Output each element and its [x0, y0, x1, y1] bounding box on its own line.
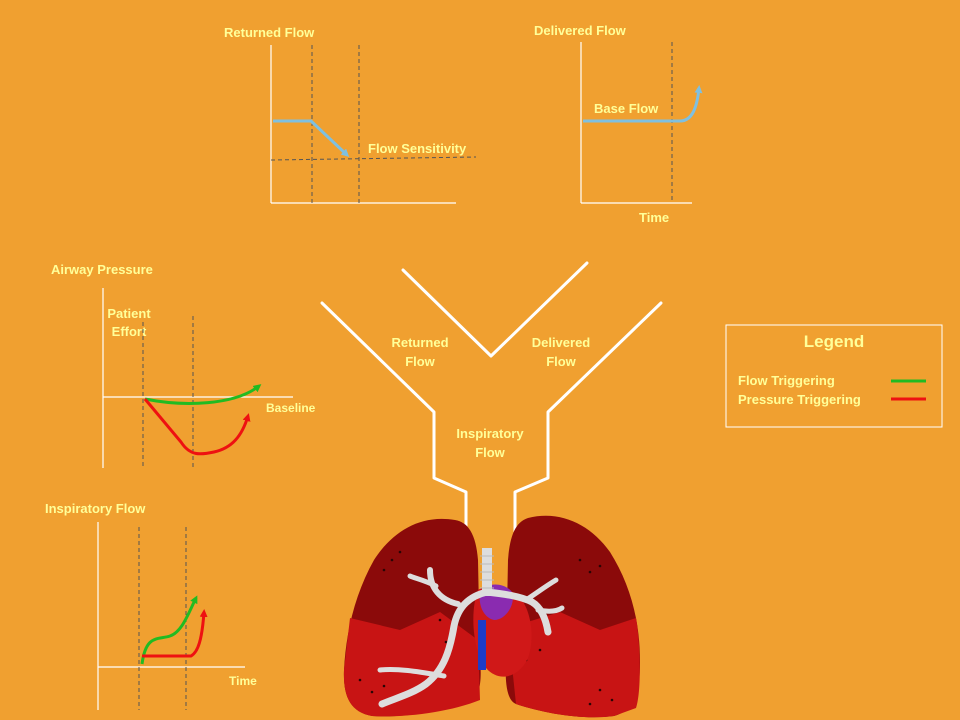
airway-pressure-plot: Airway Pressure Patient Effort Baseline [51, 262, 316, 468]
legend-item-flow-triggering: Flow Triggering [738, 373, 835, 388]
delivered-flow-title: Delivered Flow [534, 23, 627, 38]
legend: Legend Flow Triggering Pressure Triggeri… [725, 324, 943, 428]
base-flow-label: Base Flow [594, 101, 659, 116]
delivered-flow-circuit-label-line1: Delivered [532, 335, 591, 350]
circuit-left-tube [320, 301, 468, 560]
ventilator-circuit: Returned Flow Delivered Flow Inspiratory… [320, 261, 663, 560]
right-lung-lower-lobe [508, 612, 640, 718]
lungs-illustration [343, 515, 640, 718]
legend-title: Legend [804, 332, 864, 351]
inspiratory-flow-title: Inspiratory Flow [45, 501, 146, 516]
returned-flow-curve [273, 119, 350, 158]
flow-sensitivity-label: Flow Sensitivity [368, 141, 467, 156]
patient-effort-label-line2: Effort [112, 324, 147, 339]
airway-pressure-flow-trigger-curve [144, 384, 262, 405]
right-bronchus [483, 588, 552, 636]
delivered-flow-curve [583, 85, 703, 123]
legend-item-pressure-triggering: Pressure Triggering [738, 392, 861, 407]
inspiratory-flow-circuit-label-line1: Inspiratory [456, 426, 524, 441]
baseline-label: Baseline [266, 401, 316, 415]
delivered-flow-plot: Delivered Flow Base Flow Time [534, 23, 703, 225]
trachea-rings [480, 555, 494, 589]
returned-flow-plot: Returned Flow Flow Sensitivity [224, 25, 477, 204]
left-bronchiole [407, 573, 439, 589]
vena-cava [478, 620, 486, 670]
inspiratory-flow-pressure-trigger-curve [142, 609, 208, 658]
left-upper-bronchus [427, 567, 461, 607]
flow-sensitivity-threshold [270, 156, 477, 161]
patient-effort-label-line1: Patient [107, 306, 151, 321]
inspiratory-flow-plot: Inspiratory Flow Time [45, 501, 257, 710]
legend-box [725, 324, 943, 428]
returned-flow-circuit-label-line1: Returned [391, 335, 448, 350]
left-bronchus [378, 588, 491, 708]
circuit-inner-tube [401, 261, 589, 358]
returned-flow-title: Returned Flow [224, 25, 315, 40]
inspiratory-flow-circuit-label-line2: Flow [475, 445, 505, 460]
right-upper-bronchiole [523, 577, 559, 603]
returned-flow-circuit-label-line2: Flow [405, 354, 435, 369]
inspiratory-flow-time-label: Time [229, 674, 257, 688]
airway-pressure-title: Airway Pressure [51, 262, 153, 277]
left-lung-lower-lobe [343, 612, 480, 717]
right-middle-bronchiole [535, 605, 565, 614]
inspiratory-flow-flow-trigger-curve [140, 595, 198, 665]
delivered-flow-time-label: Time [639, 210, 669, 225]
circuit-right-tube [513, 301, 663, 560]
airway-pressure-pressure-trigger-curve [143, 398, 251, 456]
delivered-flow-circuit-label-line2: Flow [546, 354, 576, 369]
left-lower-bronchiole [377, 666, 447, 679]
